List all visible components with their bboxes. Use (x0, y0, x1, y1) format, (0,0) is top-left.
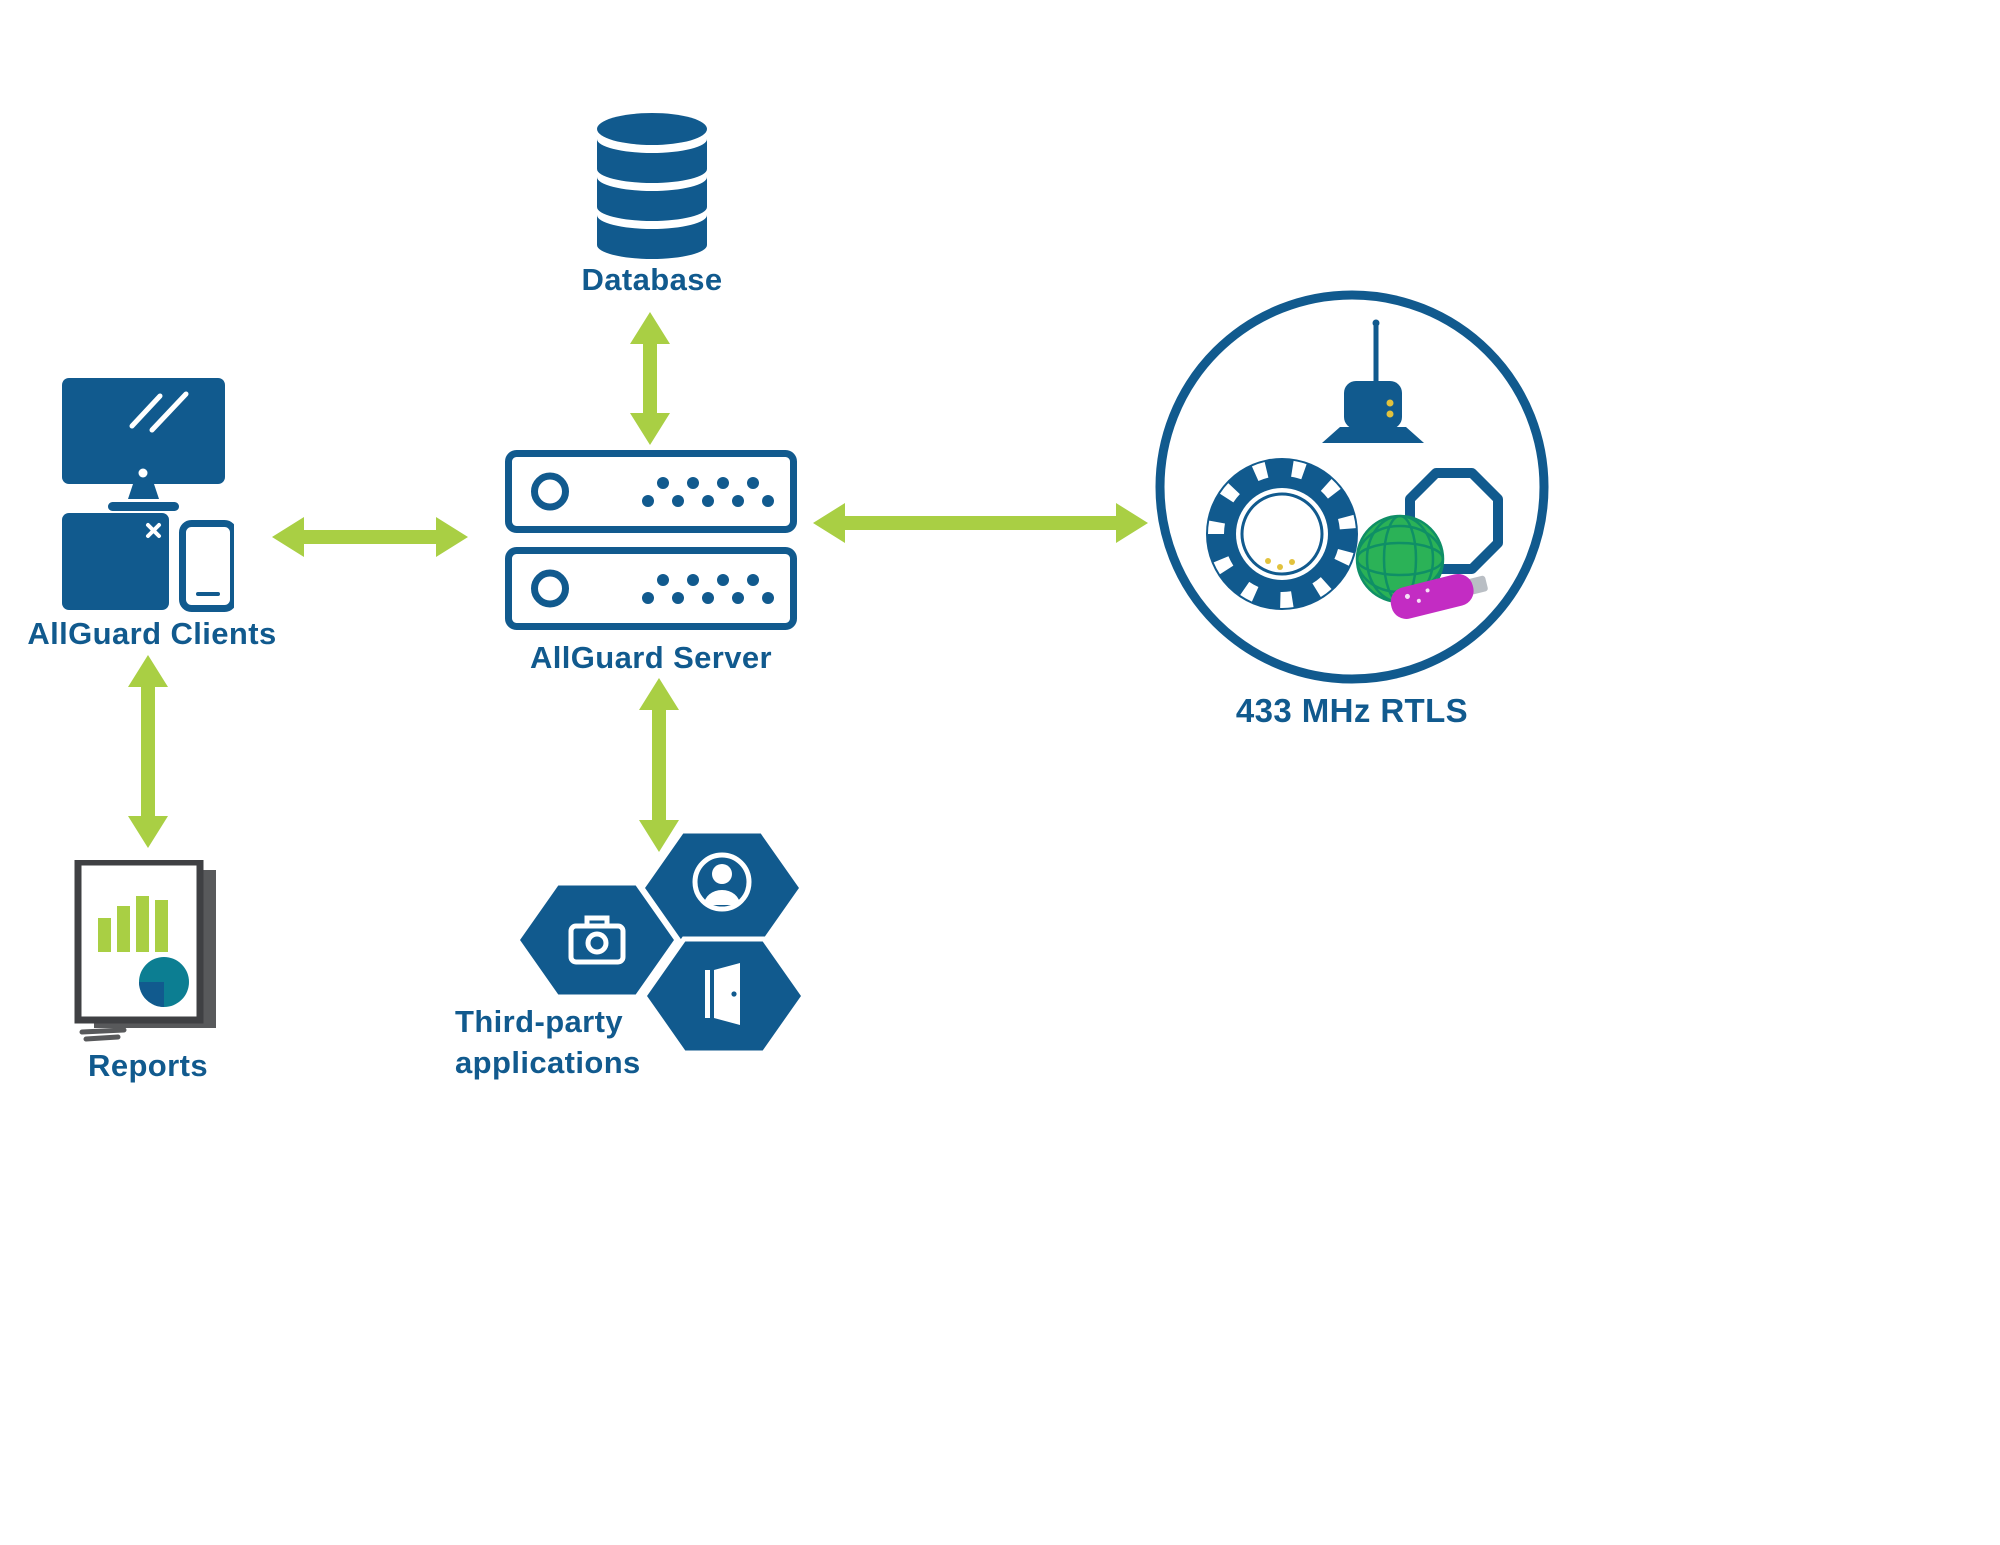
server-unit-bottom (505, 547, 797, 630)
rtls-tags-circle-icon (1155, 290, 1549, 684)
phone-icon (179, 520, 234, 612)
reports-label: Reports (88, 1048, 208, 1083)
pie-chart-icon (139, 957, 189, 1007)
thirdparty-label: Third-party applications (455, 1002, 641, 1084)
desktop-window-phone-icon (62, 378, 234, 612)
hexagon-apps-icon (515, 828, 808, 1056)
bar-chart-icon (98, 896, 168, 952)
camera-icon (568, 915, 626, 965)
server-unit-top (505, 450, 797, 533)
person-icon (692, 852, 752, 912)
arrow-clients-server (272, 517, 468, 557)
arrow-database-server (630, 312, 670, 445)
rtls-label: 433 MHz RTLS (1235, 692, 1469, 729)
door-hexagon (640, 936, 808, 1056)
thirdparty-label-line2: applications (455, 1044, 641, 1080)
server-label: AllGuard Server (529, 640, 773, 675)
app-window-icon (62, 513, 169, 610)
database-label: Database (581, 262, 723, 297)
rack-server-icon (505, 450, 797, 630)
person-hexagon (638, 828, 806, 948)
tire-tag-icon (1206, 458, 1358, 610)
arrow-clients-reports (128, 655, 168, 848)
report-document-icon (74, 860, 216, 1042)
asset-tag-icon (1390, 573, 1488, 619)
arrow-server-rtls (813, 503, 1148, 543)
door-icon (705, 963, 740, 1025)
monitor-icon (62, 378, 225, 511)
arrow-server-thirdparty (639, 678, 679, 852)
rtls-reader-icon (1322, 319, 1424, 443)
clients-label: AllGuard Clients (27, 616, 277, 651)
thirdparty-label-line1: Third-party (455, 1004, 624, 1039)
database-cylinder-icon (597, 113, 707, 259)
